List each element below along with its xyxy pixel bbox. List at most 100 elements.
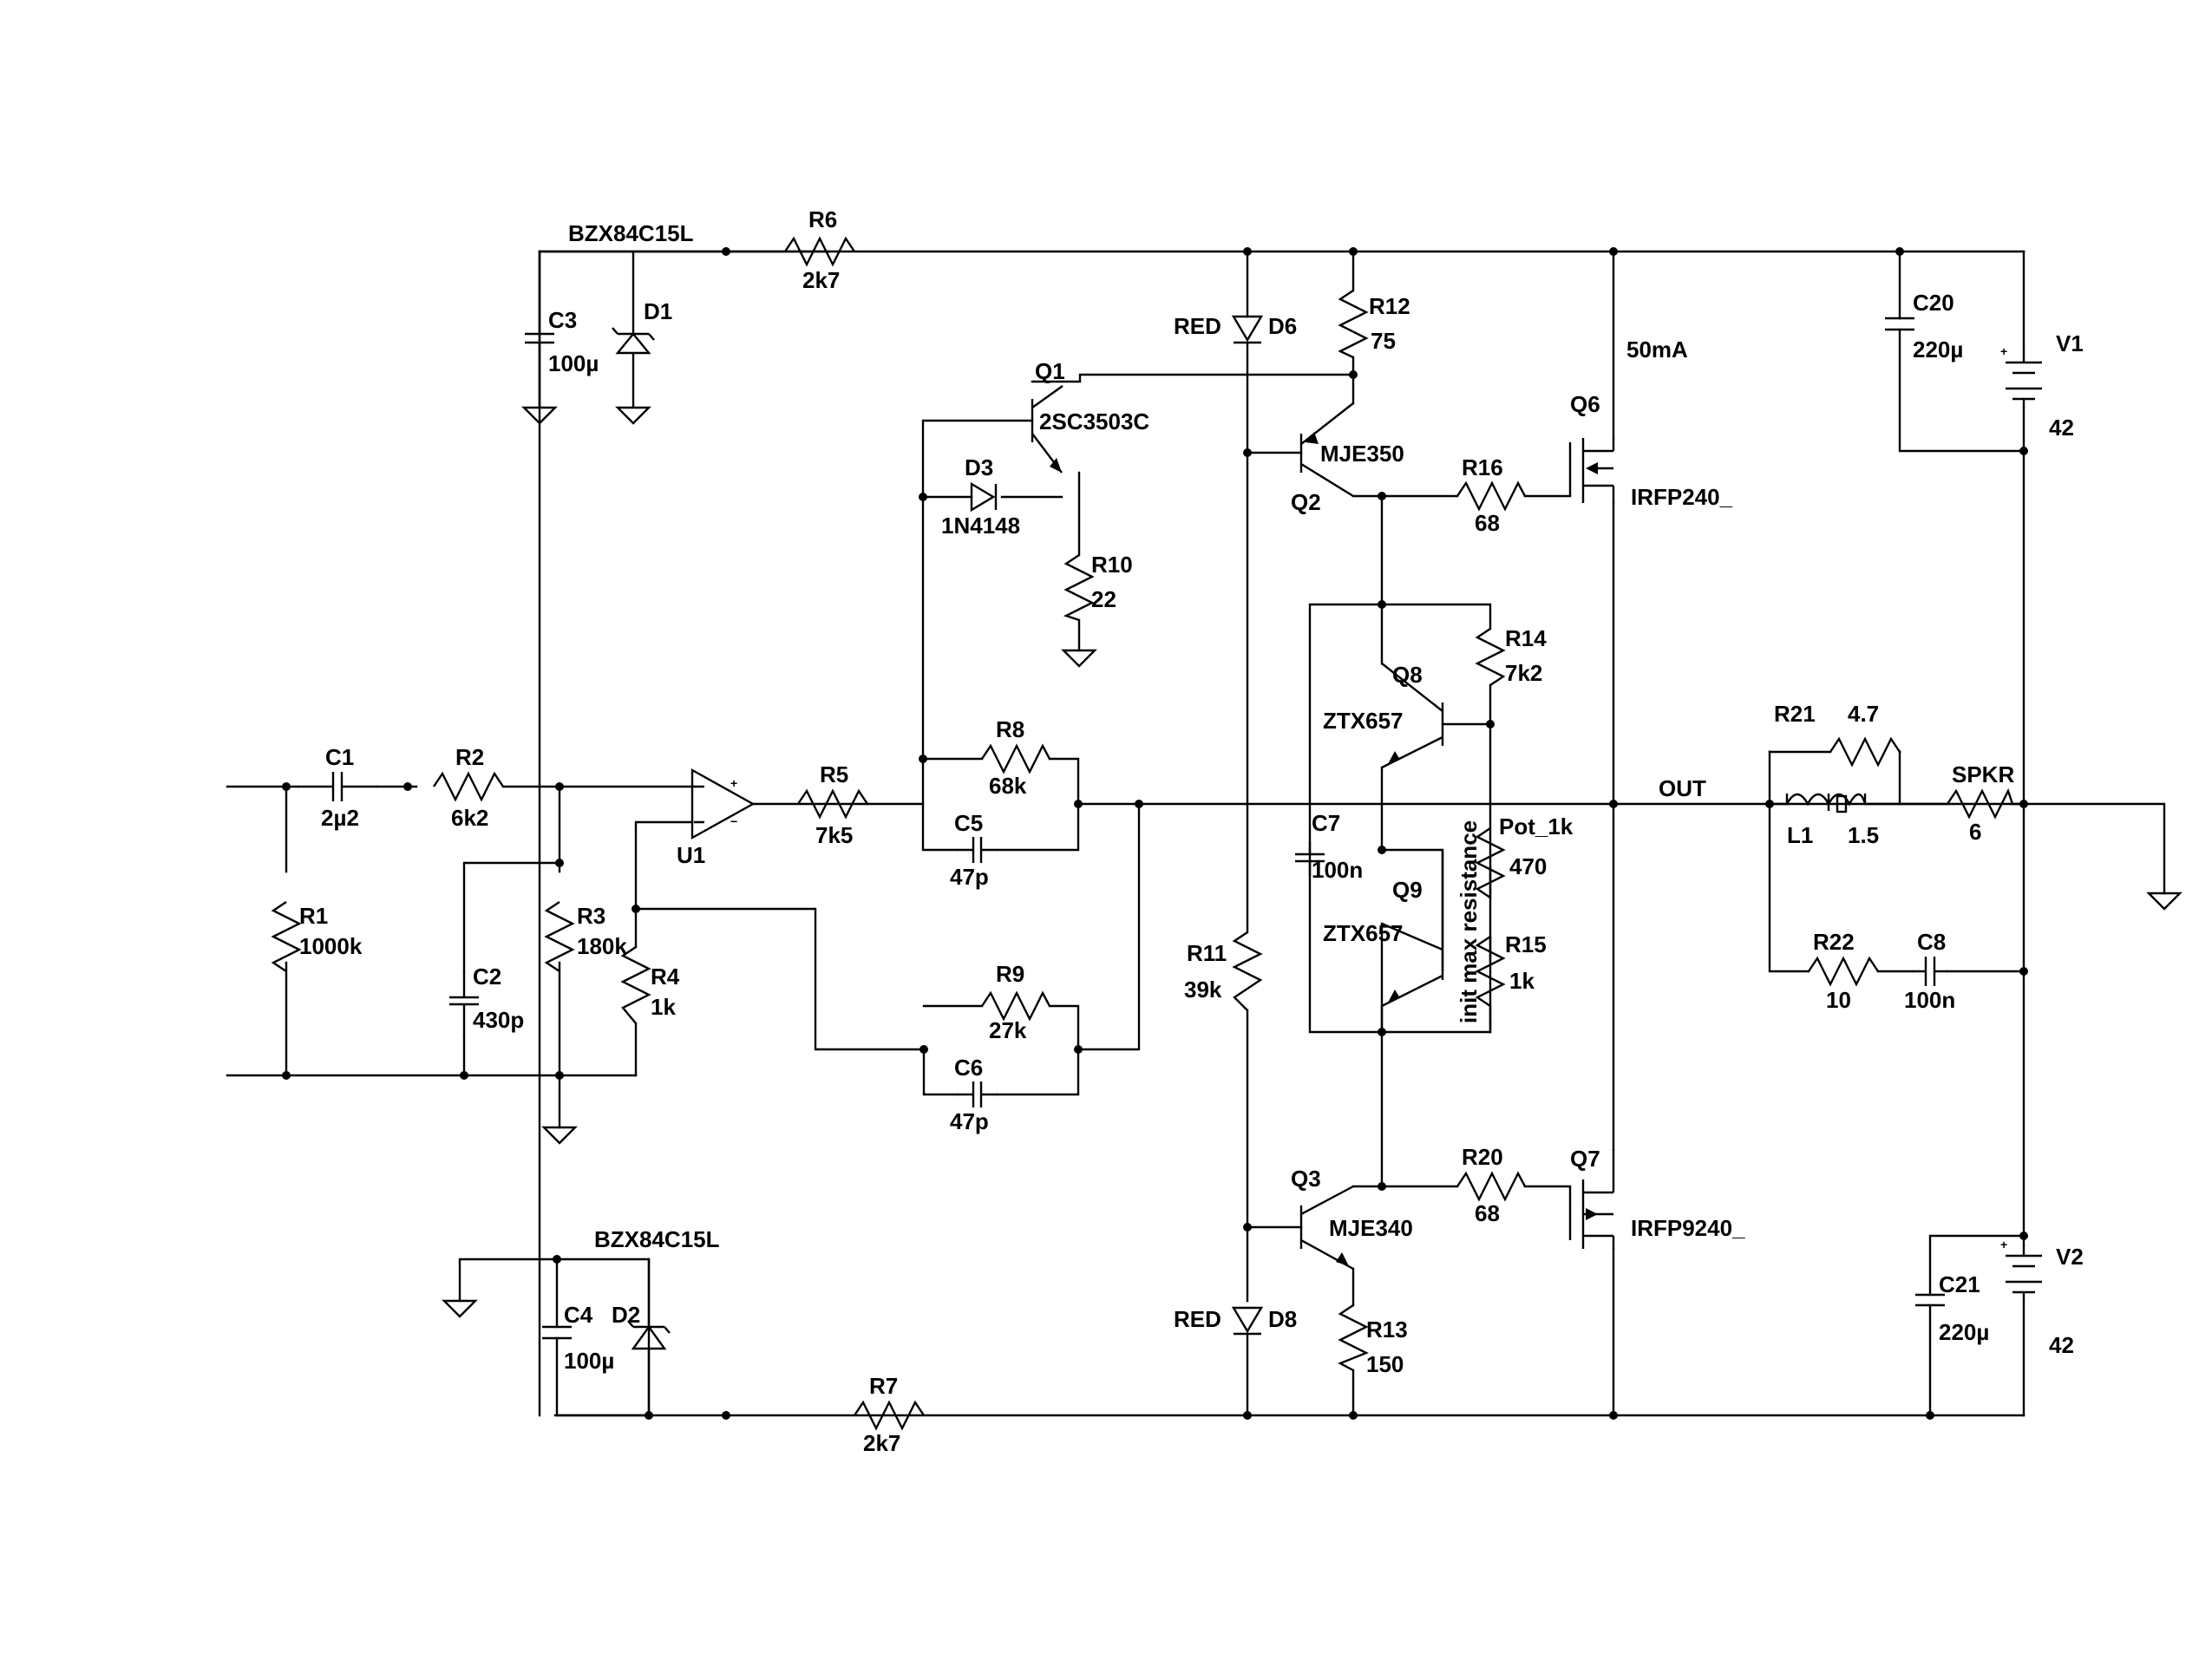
c4-ref: C4 bbox=[564, 1302, 593, 1328]
c20-value: 220µ bbox=[1913, 336, 1963, 363]
r21-ref: R21 bbox=[1774, 701, 1816, 727]
u1-ref: U1 bbox=[677, 842, 705, 868]
c20-ref: C20 bbox=[1913, 290, 1954, 316]
r10-ref: R10 bbox=[1091, 552, 1133, 578]
d1-ref: D1 bbox=[644, 298, 672, 324]
r22-value: 10 bbox=[1826, 987, 1851, 1013]
l1-ref: L1 bbox=[1787, 822, 1813, 848]
r20-value: 68 bbox=[1475, 1200, 1500, 1226]
c5-ref: C5 bbox=[954, 810, 983, 836]
mosfet-symbols bbox=[1568, 438, 1615, 1249]
v2-value: 42 bbox=[2049, 1332, 2074, 1358]
opamp-u1: + − bbox=[690, 768, 756, 840]
labels: C1 2µ2 R2 6k2 R1 1000k C2 430p R3 180k R… bbox=[299, 206, 2084, 1456]
spkr-value: 6 bbox=[1969, 819, 1981, 845]
c8-ref: C8 bbox=[1917, 929, 1946, 955]
r13-ref: R13 bbox=[1366, 1316, 1408, 1343]
r4-value: 1k bbox=[651, 994, 676, 1020]
d8-ref: D8 bbox=[1268, 1306, 1297, 1332]
r7-ref: R7 bbox=[869, 1373, 898, 1399]
d2-ref: D2 bbox=[612, 1302, 640, 1328]
c1-ref: C1 bbox=[325, 744, 354, 770]
c7-ref: C7 bbox=[1312, 810, 1340, 836]
c2-ref: C2 bbox=[473, 964, 501, 990]
r14-ref: R14 bbox=[1505, 625, 1547, 651]
opamp-minus-sign: − bbox=[730, 814, 737, 828]
c6-ref: C6 bbox=[954, 1055, 983, 1081]
battery-plus-v2: + bbox=[2000, 1238, 2007, 1251]
r8-ref: R8 bbox=[996, 716, 1024, 742]
v1-ref: V1 bbox=[2056, 330, 2084, 356]
r16-value: 68 bbox=[1475, 510, 1500, 536]
r11-value: 39k bbox=[1184, 977, 1222, 1003]
c4-value: 100µ bbox=[564, 1348, 614, 1374]
capacitor-symbols bbox=[298, 252, 1947, 1340]
r2-value: 6k2 bbox=[451, 805, 488, 831]
opamp-plus-sign: + bbox=[730, 776, 737, 790]
spkr-ref: SPKR bbox=[1952, 761, 2014, 787]
d6-ref: D6 bbox=[1268, 313, 1297, 339]
c1-value: 2µ2 bbox=[321, 805, 359, 831]
v1-value: 42 bbox=[2049, 415, 2074, 441]
r6-value: 2k7 bbox=[802, 267, 840, 293]
d1-value: BZX84C15L bbox=[568, 220, 694, 246]
q8-value: ZTX657 bbox=[1323, 708, 1404, 734]
r15-value: 1k bbox=[1509, 968, 1535, 994]
r7-value: 2k7 bbox=[863, 1430, 900, 1456]
resistor-symbols bbox=[271, 236, 2014, 1431]
q7-value: IRFP9240_ bbox=[1631, 1215, 1745, 1241]
q7-ref: Q7 bbox=[1570, 1146, 1600, 1172]
q2-ref: Q2 bbox=[1291, 489, 1321, 515]
d6-value: RED bbox=[1174, 313, 1221, 339]
q6-ref: Q6 bbox=[1570, 391, 1600, 417]
pot-ref: Pot_1k bbox=[1499, 813, 1574, 840]
r9-value: 27k bbox=[989, 1017, 1027, 1043]
pot-note: init max resistance bbox=[1456, 820, 1482, 1023]
r2-ref: R2 bbox=[455, 744, 484, 770]
c8-value: 100n bbox=[1904, 987, 1955, 1013]
c5-value: 47p bbox=[950, 864, 989, 890]
c7-value: 100n bbox=[1312, 857, 1363, 883]
l1-value: 1.5 bbox=[1848, 822, 1879, 848]
d2-value: BZX84C15L bbox=[594, 1226, 720, 1252]
q3-value: MJE340 bbox=[1329, 1215, 1413, 1241]
r8-value: 68k bbox=[989, 773, 1027, 799]
q6-value: IRFP240_ bbox=[1631, 484, 1733, 510]
c3-ref: C3 bbox=[548, 307, 577, 333]
d8-value: RED bbox=[1174, 1306, 1221, 1332]
r21-value: 4.7 bbox=[1848, 701, 1879, 727]
r13-value: 150 bbox=[1366, 1351, 1404, 1377]
r15-ref: R15 bbox=[1505, 931, 1547, 957]
c21-ref: C21 bbox=[1939, 1271, 1980, 1297]
q3-ref: Q3 bbox=[1291, 1166, 1321, 1192]
r3-value: 180k bbox=[577, 933, 627, 959]
c21-value: 220µ bbox=[1939, 1319, 1989, 1345]
battery-symbols: + + bbox=[2000, 344, 2042, 1301]
r5-ref: R5 bbox=[820, 761, 848, 787]
junction-dots bbox=[282, 247, 2028, 1420]
c3-value: 100µ bbox=[548, 350, 599, 376]
r12-ref: R12 bbox=[1369, 293, 1410, 319]
r12-value: 75 bbox=[1371, 328, 1396, 354]
r11-ref: R11 bbox=[1187, 940, 1227, 966]
r1-value: 1000k bbox=[299, 933, 363, 959]
r3-ref: R3 bbox=[577, 903, 605, 929]
q6-current: 50mA bbox=[1626, 336, 1688, 363]
q9-ref: Q9 bbox=[1392, 877, 1423, 903]
r10-value: 22 bbox=[1091, 586, 1116, 612]
r22-ref: R22 bbox=[1813, 929, 1855, 955]
ground-symbols bbox=[442, 406, 2183, 1318]
d3-ref: D3 bbox=[965, 454, 993, 480]
d3-value: 1N4148 bbox=[941, 513, 1020, 539]
q2-value: MJE350 bbox=[1320, 441, 1404, 467]
pot-value: 470 bbox=[1509, 853, 1547, 879]
q1-value: 2SC3503C bbox=[1039, 408, 1149, 434]
q1-ref: Q1 bbox=[1035, 358, 1065, 384]
r1-ref: R1 bbox=[299, 903, 328, 929]
diode-symbols bbox=[612, 252, 1264, 1415]
v2-ref: V2 bbox=[2056, 1244, 2084, 1270]
inductor-l1 bbox=[1785, 793, 1867, 813]
c6-value: 47p bbox=[950, 1108, 989, 1134]
r4-ref: R4 bbox=[651, 964, 680, 990]
